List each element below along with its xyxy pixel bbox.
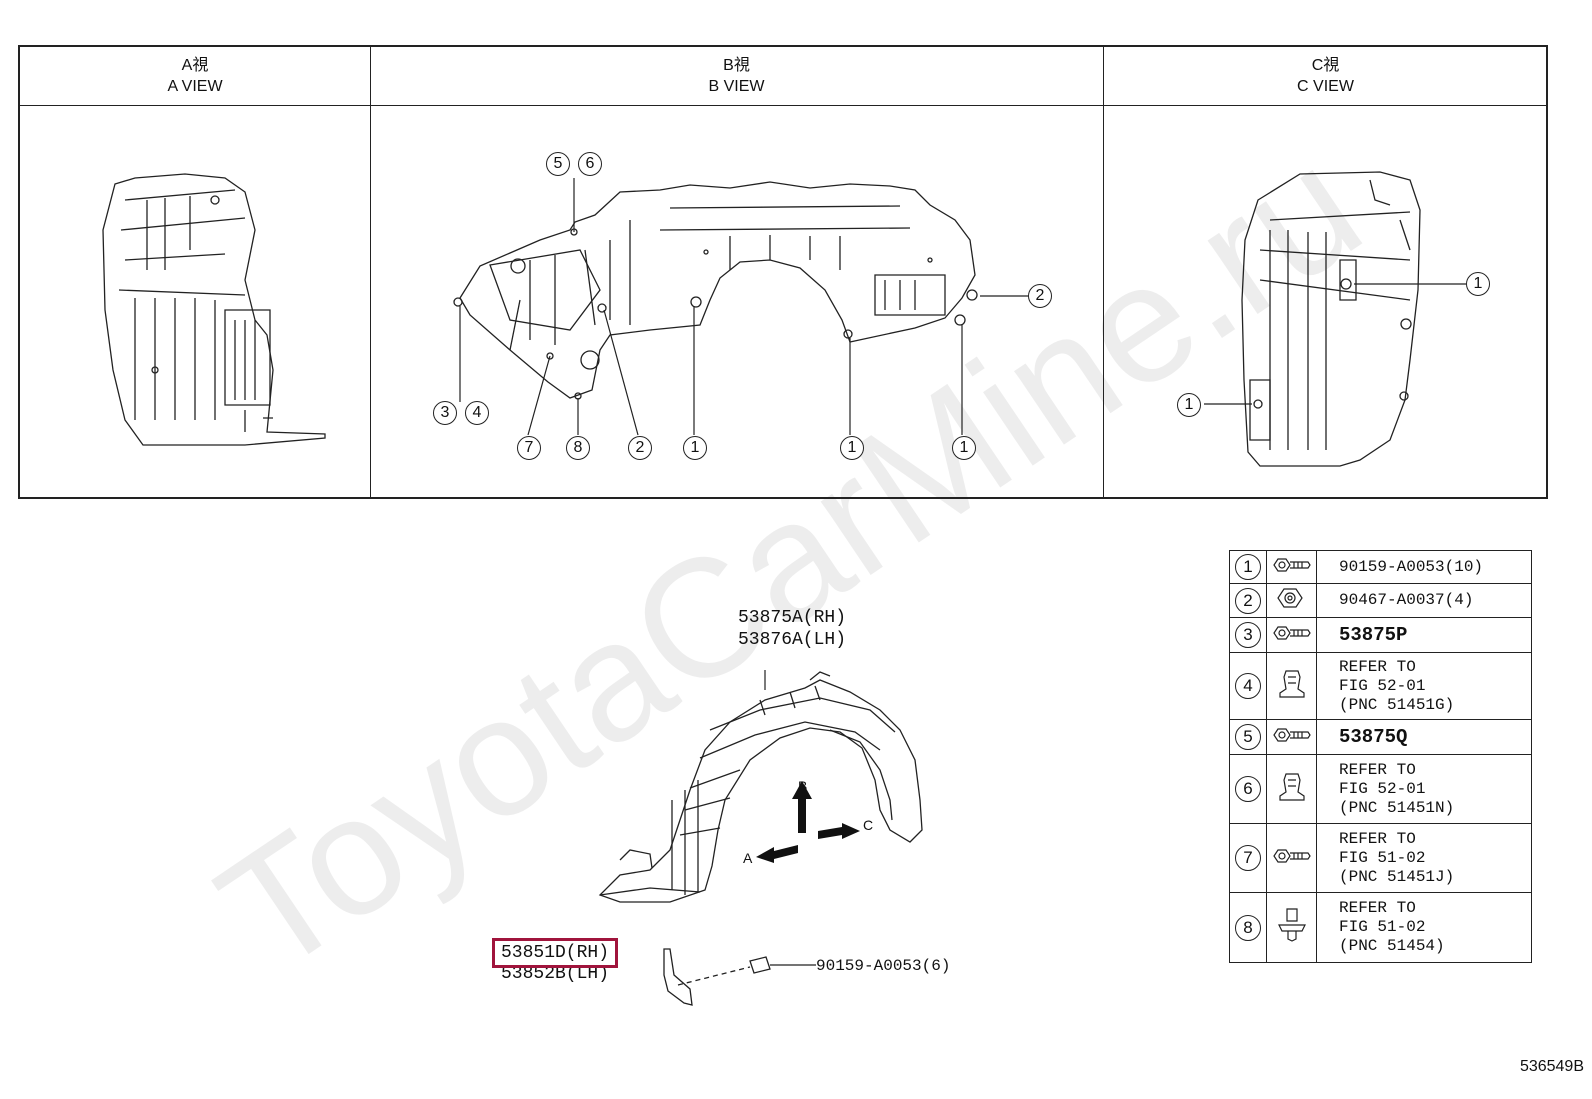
part-text: REFER TO — [1339, 829, 1416, 848]
a-view-drawing — [102, 173, 326, 446]
callout-3: 3 — [433, 401, 457, 425]
callout-1: 1 — [840, 436, 864, 460]
view-direction-arrows — [756, 781, 860, 863]
parts-table: 1 90159-A0053(10) 2 90467-A0037(4) 3 538… — [1229, 550, 1532, 963]
parts-row: 2 90467-A0037(4) — [1229, 583, 1532, 618]
dir-b-label: B — [798, 778, 808, 794]
part-number: 2 — [1235, 587, 1261, 614]
dir-c-label: C — [863, 817, 874, 833]
callout-2: 2 — [1028, 284, 1052, 308]
parts-row: 3 53875P — [1229, 617, 1532, 653]
clip-icon — [1278, 772, 1305, 801]
part-number: 1 — [1235, 554, 1261, 580]
fender-liner-drawing — [598, 670, 923, 903]
liner-rh-label: 53875A(RH) — [738, 608, 847, 628]
part-text: 53875Q — [1339, 725, 1408, 748]
callout-7: 7 — [517, 436, 541, 460]
nut-icon — [1276, 588, 1303, 608]
bolt-icon — [1272, 848, 1311, 863]
part-number: 3 — [1235, 622, 1261, 648]
bolt-icon — [1272, 625, 1311, 640]
part-text: (PNC 51451J) — [1339, 867, 1455, 886]
bolt-label: 90159-A0053(6) — [816, 957, 951, 975]
part-text: (PNC 51451G) — [1339, 695, 1455, 714]
part-text: REFER TO — [1339, 760, 1416, 779]
b-view-drawing — [453, 178, 1030, 436]
bolt-icon — [1272, 727, 1311, 742]
part-text: 90159-A0053(10) — [1339, 557, 1484, 576]
callout-1: 1 — [1466, 272, 1490, 296]
callout-6: 6 — [578, 152, 602, 176]
part-text: 90467-A0037(4) — [1339, 591, 1474, 609]
dir-a-label: A — [743, 850, 753, 866]
callout-2: 2 — [628, 436, 652, 460]
figure-code: 536549B — [1519, 1058, 1584, 1075]
part-number: 5 — [1235, 724, 1261, 750]
shield-lh-label: 53852B(LH) — [501, 964, 610, 984]
part-text: (PNC 51454) — [1339, 937, 1445, 955]
callout-8: 8 — [566, 436, 590, 460]
part-number: 4 — [1235, 673, 1261, 699]
callout-1: 1 — [1177, 393, 1201, 417]
c-view-drawing — [1204, 171, 1466, 467]
parts-row: 1 90159-A0053(10) — [1229, 550, 1532, 584]
part-number: 7 — [1235, 845, 1261, 871]
part-text: FIG 52-01 — [1339, 779, 1426, 798]
part-text: 53875P — [1339, 623, 1408, 646]
callout-4: 4 — [465, 401, 489, 425]
liner-lh-label: 53876A(LH) — [738, 630, 847, 650]
callout-5: 5 — [546, 152, 570, 176]
part-number: 6 — [1235, 776, 1261, 802]
parts-row: 5 53875Q — [1229, 719, 1532, 755]
shield-drawing — [663, 948, 816, 1006]
part-text: FIG 51-02 — [1339, 848, 1426, 867]
push-rivet-icon — [1277, 908, 1306, 942]
part-text: (PNC 51451N) — [1339, 798, 1455, 817]
part-text: REFER TO — [1339, 899, 1416, 917]
callout-1: 1 — [952, 436, 976, 460]
part-text: FIG 51-02 — [1339, 918, 1426, 936]
part-text: REFER TO — [1339, 657, 1416, 676]
clip-icon — [1278, 669, 1305, 698]
part-text: FIG 52-01 — [1339, 676, 1426, 695]
part-number: 8 — [1235, 914, 1261, 941]
bolt-icon — [1272, 557, 1311, 572]
callout-1: 1 — [683, 436, 707, 460]
shield-rh-label-highlighted[interactable]: 53851D(RH) — [492, 938, 619, 968]
